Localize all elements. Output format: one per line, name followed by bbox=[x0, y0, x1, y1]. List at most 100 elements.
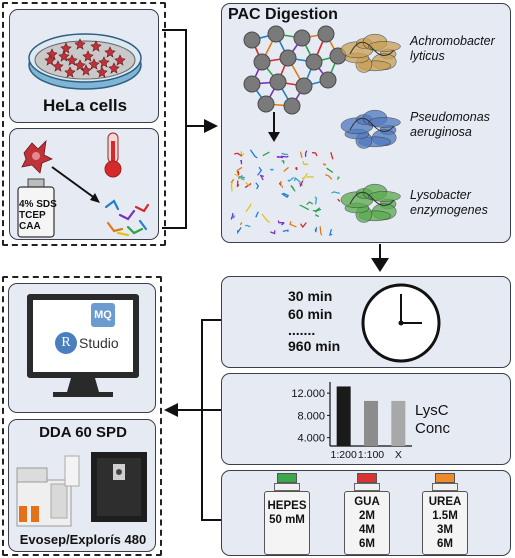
digestion-time-panel: 30 min 60 min ....... 960 min bbox=[221, 276, 511, 368]
peptide bbox=[281, 193, 288, 198]
rstudio-r-circle: R bbox=[55, 332, 77, 354]
bottle-cap bbox=[357, 473, 377, 483]
time-values: 30 min 60 min ....... 960 min bbox=[288, 287, 340, 355]
peptide bbox=[325, 174, 333, 180]
lc-ms-instrument-illustration bbox=[16, 452, 147, 527]
bead bbox=[305, 53, 323, 71]
peptide bbox=[234, 173, 243, 181]
buffer-panel: HEPES 50 mM GUA 2M 4M 6M UREA 1.5M 3M 6M bbox=[221, 470, 511, 556]
buffer-bottle-hepes: HEPES 50 mM bbox=[264, 473, 310, 555]
conc-label: Conc bbox=[415, 420, 451, 437]
protein-domain bbox=[368, 117, 401, 128]
organism-1-species: lyticus bbox=[410, 49, 445, 63]
protein-structure-1 bbox=[340, 33, 401, 73]
peptide bbox=[238, 175, 246, 180]
pac-digestion-title: PAC Digestion bbox=[228, 6, 338, 23]
peptide bbox=[261, 213, 270, 223]
time-value-ellipsis: ....... bbox=[288, 322, 316, 338]
bottle-cap bbox=[435, 473, 455, 483]
peptide bbox=[330, 152, 334, 160]
buffer-label-urea: UREA 1.5M 3M 6M bbox=[422, 495, 468, 551]
protein-structure-3 bbox=[340, 183, 401, 223]
peptide bbox=[277, 220, 285, 224]
bottle-neck bbox=[354, 483, 380, 491]
organism-1: Achromobacter lyticus bbox=[410, 34, 495, 64]
peptide bbox=[255, 211, 259, 218]
peptide bbox=[287, 177, 294, 182]
bead bbox=[293, 29, 311, 47]
buffer-line: HEPES bbox=[267, 500, 307, 512]
protein-structure-2 bbox=[340, 109, 401, 149]
hela-cells-panel: HeLa cells bbox=[9, 9, 159, 123]
bead bbox=[253, 53, 271, 71]
bar bbox=[336, 386, 351, 446]
peptide bbox=[280, 181, 283, 187]
organism-2: Pseudomonas aeruginosa bbox=[410, 110, 490, 140]
bead bbox=[269, 73, 287, 91]
peptide bbox=[236, 227, 242, 235]
peptide bbox=[230, 212, 234, 220]
peptide bbox=[293, 176, 301, 183]
bottle-body bbox=[422, 491, 468, 555]
peptide bbox=[290, 185, 296, 192]
peptide-fragments bbox=[104, 199, 150, 237]
buffer-line: UREA bbox=[428, 496, 462, 508]
down-arrow-icon bbox=[371, 258, 389, 272]
buffer-line: 1.5M bbox=[432, 510, 458, 522]
peptide bbox=[328, 228, 333, 236]
peptide bbox=[302, 172, 308, 182]
software-panel: MQ R Studio bbox=[8, 283, 156, 413]
maxquant-logo: MQ bbox=[91, 303, 115, 327]
bead bbox=[283, 97, 301, 115]
peptide bbox=[295, 166, 298, 171]
time-value-1: 30 min bbox=[288, 288, 333, 304]
organism-2-species: aeruginosa bbox=[410, 125, 472, 139]
hela-cell bbox=[114, 54, 126, 66]
lysis-illustration bbox=[17, 132, 150, 238]
peptide bbox=[300, 222, 307, 229]
x-tick-label: 1:100 bbox=[358, 449, 384, 461]
hela-cell bbox=[58, 50, 70, 62]
bead bbox=[317, 25, 335, 43]
peptide bbox=[314, 227, 318, 233]
reagent-bottle-icon bbox=[17, 178, 55, 238]
bead bbox=[267, 25, 285, 43]
time-value-4: 960 min bbox=[288, 338, 341, 354]
buffer-line: 4M bbox=[359, 524, 375, 536]
hela-cell bbox=[104, 46, 116, 58]
peptide bbox=[232, 215, 236, 219]
peptide bbox=[306, 201, 313, 205]
hela-cell bbox=[90, 40, 102, 52]
organism-3-genus: Lysobacter bbox=[410, 188, 471, 202]
down-arrow-icon bbox=[268, 132, 280, 142]
protein-domain bbox=[368, 41, 401, 52]
peptide bbox=[299, 204, 309, 211]
bead bbox=[295, 77, 313, 95]
peptide bbox=[304, 150, 308, 158]
peptide bbox=[230, 181, 233, 192]
rstudio-r-letter: R bbox=[61, 335, 71, 350]
peptide bbox=[331, 191, 341, 194]
bead bbox=[243, 75, 261, 93]
bead bbox=[243, 31, 261, 49]
cell-icon bbox=[21, 139, 53, 174]
bottle-line-caa: CAA bbox=[19, 221, 41, 232]
bead bbox=[257, 95, 275, 113]
peptide bbox=[236, 180, 240, 188]
bottle-neck bbox=[432, 483, 458, 491]
peptide bbox=[337, 198, 341, 202]
bottle-neck bbox=[274, 483, 300, 491]
peptide bbox=[245, 182, 251, 187]
hela-cell bbox=[66, 54, 78, 66]
hela-cell bbox=[108, 62, 120, 74]
protein-backbone bbox=[349, 191, 395, 206]
hela-cell bbox=[64, 66, 76, 78]
peptide bbox=[250, 149, 258, 159]
organism-3-species: enzymogenes bbox=[410, 203, 488, 217]
lysc-label: LysC bbox=[415, 402, 449, 419]
y-tick-label: 4.000 bbox=[297, 433, 325, 445]
peptide bbox=[270, 230, 276, 235]
hela-cell bbox=[44, 54, 56, 66]
